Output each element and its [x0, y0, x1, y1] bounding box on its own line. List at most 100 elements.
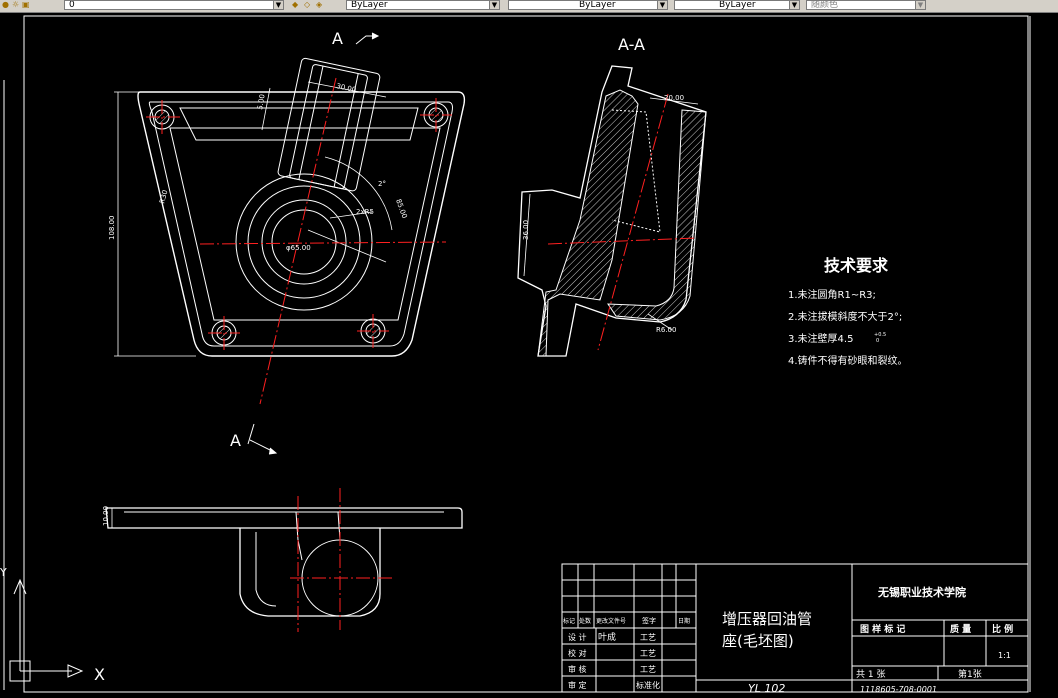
scale-value: 1:1 — [998, 651, 1011, 660]
section-arrow-top — [355, 32, 380, 45]
notes-title: 技术要求 — [824, 256, 889, 275]
dim-arc-angle — [324, 156, 393, 231]
ucs-x-label: X — [94, 665, 105, 684]
sheet-number: 第1张 — [958, 668, 982, 680]
color-value: ByLayer — [351, 0, 388, 10]
lock-icon[interactable]: ▣ — [22, 0, 30, 9]
note-4: 4.铸件不得有砂眼和裂纹。 — [788, 354, 908, 367]
centerline-main-h — [199, 241, 447, 245]
dim-bottom-10: 10.00 — [102, 506, 110, 526]
row-process-3: 工艺 — [640, 665, 656, 674]
dim-line-5 — [261, 87, 271, 131]
row-role-1: 设 计 — [568, 632, 587, 642]
bottom-view — [105, 507, 463, 617]
section-title: A-A — [618, 35, 645, 54]
bottom-channel — [295, 511, 341, 561]
flange-raised-face — [169, 127, 441, 321]
plotstyle-dropdown: 随颜色 ▼ — [806, 0, 926, 10]
section-mark-top: A — [332, 29, 343, 48]
part-name-line2: 座(毛坯图) — [722, 632, 794, 650]
lineweight-value: ByLayer — [719, 0, 756, 10]
boss-outer-circle — [235, 173, 373, 311]
lightbulb-icon[interactable]: ● — [2, 0, 9, 9]
chevron-down-icon[interactable]: ▼ — [789, 1, 799, 9]
dim-line-sec-20 — [649, 97, 699, 105]
bottom-flange — [105, 507, 463, 529]
dim-side-r: R30 — [158, 189, 169, 204]
dim-height-108: 108.00 — [108, 216, 116, 241]
chevron-down-icon[interactable]: ▼ — [657, 1, 667, 9]
header-sign: 签字 — [642, 616, 656, 625]
note-3-tolerance-upper: +0.5 — [874, 332, 886, 338]
centerline-section-incline — [597, 93, 669, 351]
dim-sec-36: 36.00 — [522, 220, 530, 240]
row-process-2: 工艺 — [640, 649, 656, 658]
layer-dropdown[interactable]: 0 ▼ — [64, 0, 284, 10]
boss-bore — [261, 199, 347, 285]
part-name-line1: 增压器回油管 — [722, 610, 812, 628]
title-block-grid — [561, 563, 1029, 693]
school-name: 无锡职业技术学院 — [877, 585, 966, 599]
drawing-number: YL 102 — [748, 682, 785, 695]
lineweight-dropdown[interactable]: ByLayer ▼ — [674, 0, 800, 10]
flange-outline — [137, 91, 466, 357]
dim-r5: 2xR5 — [356, 208, 374, 216]
ucs-icon — [9, 578, 84, 682]
dim-angle-2: 2° — [378, 180, 386, 188]
dim-sec-20: 20.00 — [664, 94, 684, 102]
note-2: 2.未注拔模斜度不大于2°; — [788, 310, 902, 323]
linetype-dropdown[interactable]: ByLayer ▼ — [508, 0, 668, 10]
dim-width-30: 30.00 — [336, 82, 357, 94]
section-hatch-right-wall — [607, 109, 707, 321]
section-arrow-bottom — [247, 423, 278, 455]
row-role-4: 审 定 — [568, 680, 587, 690]
layer-match-icon[interactable]: ◈ — [316, 0, 323, 9]
centerline-section-h — [547, 237, 697, 245]
plotstyle-value: 随颜色 — [811, 0, 839, 10]
chevron-down-icon: ▼ — [915, 1, 925, 9]
dim-thick-5: 5.00 — [256, 94, 267, 111]
layer-tool-icon[interactable]: ◆ — [292, 0, 299, 9]
chevron-down-icon[interactable]: ▼ — [273, 1, 283, 9]
stage-mark-label: 图 样 标 记 — [860, 623, 905, 635]
row-process-4: 标准化 — [636, 680, 660, 690]
header-mark: 标记 — [563, 617, 575, 625]
note-1: 1.未注圆角R1~R3; — [788, 288, 876, 301]
total-sheets: 共 1 张 — [856, 669, 885, 680]
flange-inner-outline — [148, 101, 453, 347]
layer-previous-icon[interactable]: ◇ — [304, 0, 311, 9]
section-view — [517, 65, 707, 357]
row-process-1: 工艺 — [640, 633, 656, 642]
properties-toolbar: ● ☼ ▣ 0 ▼ ◆ ◇ ◈ ByLayer ▼ ByLayer ▼ ByLa… — [0, 0, 1058, 13]
centerline-main-incline — [259, 77, 337, 405]
header-date: 日期 — [678, 617, 690, 625]
dim-leader-r5 — [329, 211, 373, 219]
drawing-code: 1118605-708-0001 — [860, 685, 937, 694]
header-count: 处数 — [579, 617, 591, 625]
sun-icon[interactable]: ☼ — [12, 0, 20, 9]
section-mark-bottom: A — [230, 431, 241, 450]
dim-line-sec-36 — [523, 193, 531, 277]
bottom-boss-inner-left — [255, 532, 277, 607]
drawing-canvas[interactable]: A A A-A 30.00 5.00 2° 85.00 2xR5 φ65.00 … — [0, 12, 1058, 698]
row-role-2: 校 对 — [568, 648, 587, 658]
dim-r85: 85.00 — [394, 198, 408, 220]
note-3-tolerance-lower: 0 — [876, 338, 879, 344]
layer-value: 0 — [69, 0, 75, 10]
section-hatch-left-wall — [537, 89, 639, 357]
dim-sec-r6: R6.00 — [656, 326, 676, 334]
section-hidden-bore — [611, 109, 661, 233]
header-change-doc: 更改文件号 — [596, 617, 626, 625]
inclined-channel — [277, 57, 381, 192]
dim-diameter: φ65.00 — [286, 244, 311, 252]
linetype-value: ByLayer — [579, 0, 616, 10]
drawing-border — [23, 15, 1029, 693]
flange-pocket-top — [179, 107, 419, 141]
centerlines — [146, 77, 697, 632]
color-dropdown[interactable]: ByLayer ▼ — [346, 0, 500, 10]
chevron-down-icon[interactable]: ▼ — [489, 1, 499, 9]
row-role-3: 审 核 — [568, 664, 587, 674]
ucs-y-label: Y — [0, 566, 7, 579]
dim-line-r85 — [307, 229, 387, 263]
dim-line-30 — [307, 81, 387, 98]
